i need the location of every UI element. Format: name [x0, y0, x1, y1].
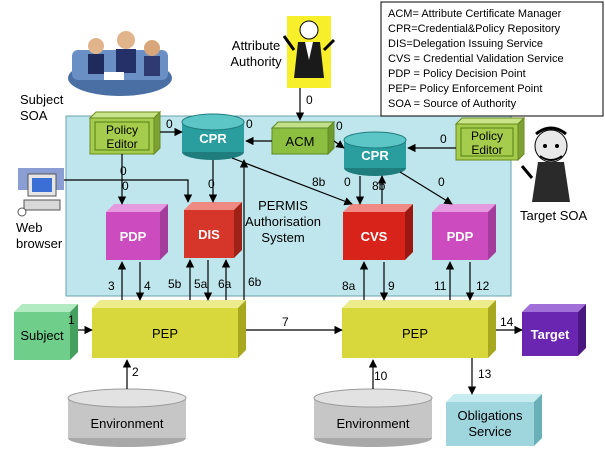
- legend-pep: PEP= Policy Enforcement Point: [388, 83, 542, 95]
- attribute-authority-figure-icon: [282, 16, 336, 88]
- obligations-service-box: Obligations Service: [446, 394, 542, 446]
- flow-11: 11: [434, 279, 447, 293]
- flow-5b: 5b: [168, 277, 182, 291]
- web-browser-computer-icon: [17, 168, 64, 217]
- legend-cvs: CVS = Credential Validation Service: [388, 53, 564, 65]
- flow-2: 2: [132, 365, 139, 379]
- obligations-label-line2: Service: [468, 424, 511, 439]
- policy-editor-left-label-line1: Policy: [106, 123, 138, 137]
- permis-label-line3: System: [261, 230, 304, 245]
- pep-right-box: PEP: [342, 300, 496, 358]
- flow-5a: 5a: [194, 277, 208, 291]
- cpr-left-label: CPR: [199, 131, 227, 146]
- cvs-box: CVS: [343, 204, 413, 260]
- connectors: [64, 88, 523, 395]
- policy-editor-right: Policy Editor: [454, 116, 526, 162]
- flow-cpr-dis: 0: [208, 177, 215, 191]
- flow-8a: 8a: [342, 279, 356, 293]
- cpr-left-repository: CPR: [181, 113, 245, 160]
- flow-cpr-right-cvs: 0: [344, 175, 351, 189]
- flow-9: 9: [388, 279, 395, 293]
- policy-editor-left-label-line2: Editor: [106, 137, 137, 151]
- environment-right-label: Environment: [337, 416, 410, 431]
- target-box: Target: [522, 304, 586, 356]
- flow-7: 7: [282, 315, 289, 329]
- flow-numbers: 0 0 0 0 0 0 0 0 0 0 8b 8b 3 4 5b 5a 6a 6…: [68, 93, 514, 383]
- policy-editor-right-label-line1: Policy: [471, 129, 503, 143]
- subject-soa-label-line1: Subject: [20, 92, 64, 107]
- legend: ACM= Attribute Certificate Manager CPR=C…: [380, 1, 604, 117]
- flow-1: 1: [68, 313, 75, 327]
- flow-4: 4: [144, 279, 151, 293]
- acm-box: ACM: [270, 120, 336, 156]
- flow-3: 3: [108, 279, 115, 293]
- pdp-right-label: PDP: [447, 229, 474, 244]
- people-meeting-icon: [68, 31, 172, 96]
- legend-dis: DIS=Delegation Issuing Service: [388, 38, 543, 50]
- legend-soa: SOA = Source of Authority: [388, 98, 517, 110]
- flow-6b: 6b: [248, 275, 262, 289]
- subject-box: Subject: [14, 304, 78, 360]
- pep-left-box: PEP: [92, 300, 246, 358]
- legend-pdp: PDP = Policy Decision Point: [388, 68, 526, 80]
- attribute-authority-label-line1: Attribute: [232, 38, 280, 53]
- flow-pe-left-cpr: 0: [166, 117, 173, 131]
- obligations-label-line1: Obligations: [457, 408, 523, 423]
- target-soa-label: Target SOA: [520, 208, 588, 223]
- environment-left-label: Environment: [91, 416, 164, 431]
- flow-pe-left-pdp: 0: [122, 179, 129, 193]
- flow-browser-dis: 0: [120, 164, 127, 178]
- flow-acm-cpr-right: 0: [336, 119, 343, 133]
- target-label: Target: [531, 327, 570, 342]
- web-browser-label-line2: browser: [16, 236, 63, 251]
- flow-cvs-cpr-right-8b: 8b: [372, 179, 386, 193]
- acm-label: ACM: [286, 134, 315, 149]
- subject-soa-label-line2: SOA: [20, 108, 48, 123]
- flow-aa-acm: 0: [306, 93, 313, 107]
- cpr-right-repository: CPR: [343, 131, 407, 176]
- legend-cpr: CPR=Credential&Policy Repository: [388, 23, 561, 35]
- pep-right-label: PEP: [402, 326, 428, 341]
- target-soa-figure-icon: [520, 126, 570, 202]
- pep-left-label: PEP: [152, 326, 178, 341]
- flow-10: 10: [374, 369, 388, 383]
- permis-label-line1: PERMIS: [258, 198, 308, 213]
- environment-right-cylinder: Environment: [313, 388, 433, 447]
- web-browser-label-line1: Web: [16, 220, 43, 235]
- flow-12: 12: [476, 279, 490, 293]
- policy-editor-right-label-line2: Editor: [471, 143, 502, 157]
- flow-13: 13: [478, 367, 492, 381]
- dis-label: DIS: [198, 227, 220, 242]
- pdp-left-box: PDP: [106, 204, 168, 260]
- flow-acm-cpr-left: 0: [246, 117, 253, 131]
- pdp-left-label: PDP: [120, 229, 147, 244]
- attribute-authority-label-line2: Authority: [230, 54, 282, 69]
- cvs-label: CVS: [361, 229, 388, 244]
- pdp-right-box: PDP: [432, 204, 496, 260]
- flow-14: 14: [500, 315, 514, 329]
- dis-box: DIS: [184, 202, 242, 258]
- flow-cpr-left-cvs-8b: 8b: [312, 175, 326, 189]
- legend-acm: ACM= Attribute Certificate Manager: [388, 8, 562, 20]
- subject-label: Subject: [20, 328, 64, 343]
- environment-left-cylinder: Environment: [67, 388, 187, 447]
- permis-label-line2: Authorisation: [245, 214, 321, 229]
- flow-6a: 6a: [218, 277, 232, 291]
- cpr-right-label: CPR: [361, 148, 389, 163]
- policy-editor-left: Policy Editor: [88, 110, 162, 156]
- flow-cpr-right-pdp: 0: [438, 175, 445, 189]
- flow-pe-right-cpr: 0: [440, 132, 447, 146]
